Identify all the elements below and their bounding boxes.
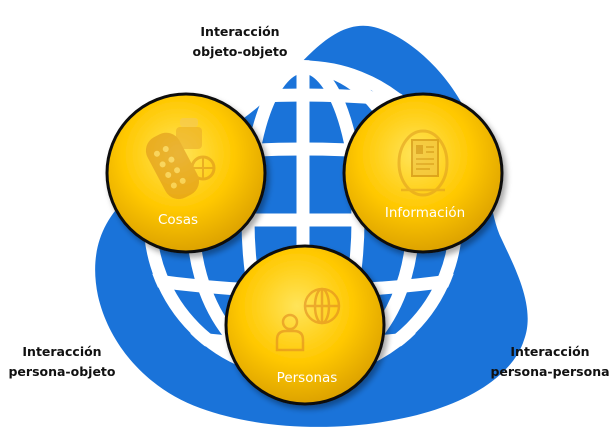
person-globe-icon: [275, 287, 341, 352]
cosas-circle[interactable]: Cosas: [105, 92, 267, 254]
label-bottom-left-line1: Interacción: [22, 344, 102, 359]
label-interaccion-persona-objeto: Interacción persona-objeto: [0, 342, 124, 382]
label-top-line2: objeto-objeto: [192, 44, 288, 59]
informacion-label: Información: [385, 205, 465, 221]
cosas-label: Cosas: [158, 212, 198, 228]
label-bottom-right-line2: persona-persona: [490, 364, 610, 379]
informacion-circle[interactable]: Información: [342, 92, 504, 254]
personas-label: Personas: [277, 370, 338, 386]
personas-circle[interactable]: Personas: [224, 244, 386, 406]
label-bottom-right-line1: Interacción: [510, 344, 590, 359]
label-interaccion-persona-persona: Interacción persona-persona: [488, 342, 612, 382]
document-icon: [397, 129, 449, 197]
label-top-line1: Interacción: [200, 24, 280, 39]
remote-control-icon: [145, 118, 216, 200]
label-bottom-left-line2: persona-objeto: [8, 364, 116, 379]
label-interaccion-objeto-objeto: Interacción objeto-objeto: [180, 22, 300, 62]
